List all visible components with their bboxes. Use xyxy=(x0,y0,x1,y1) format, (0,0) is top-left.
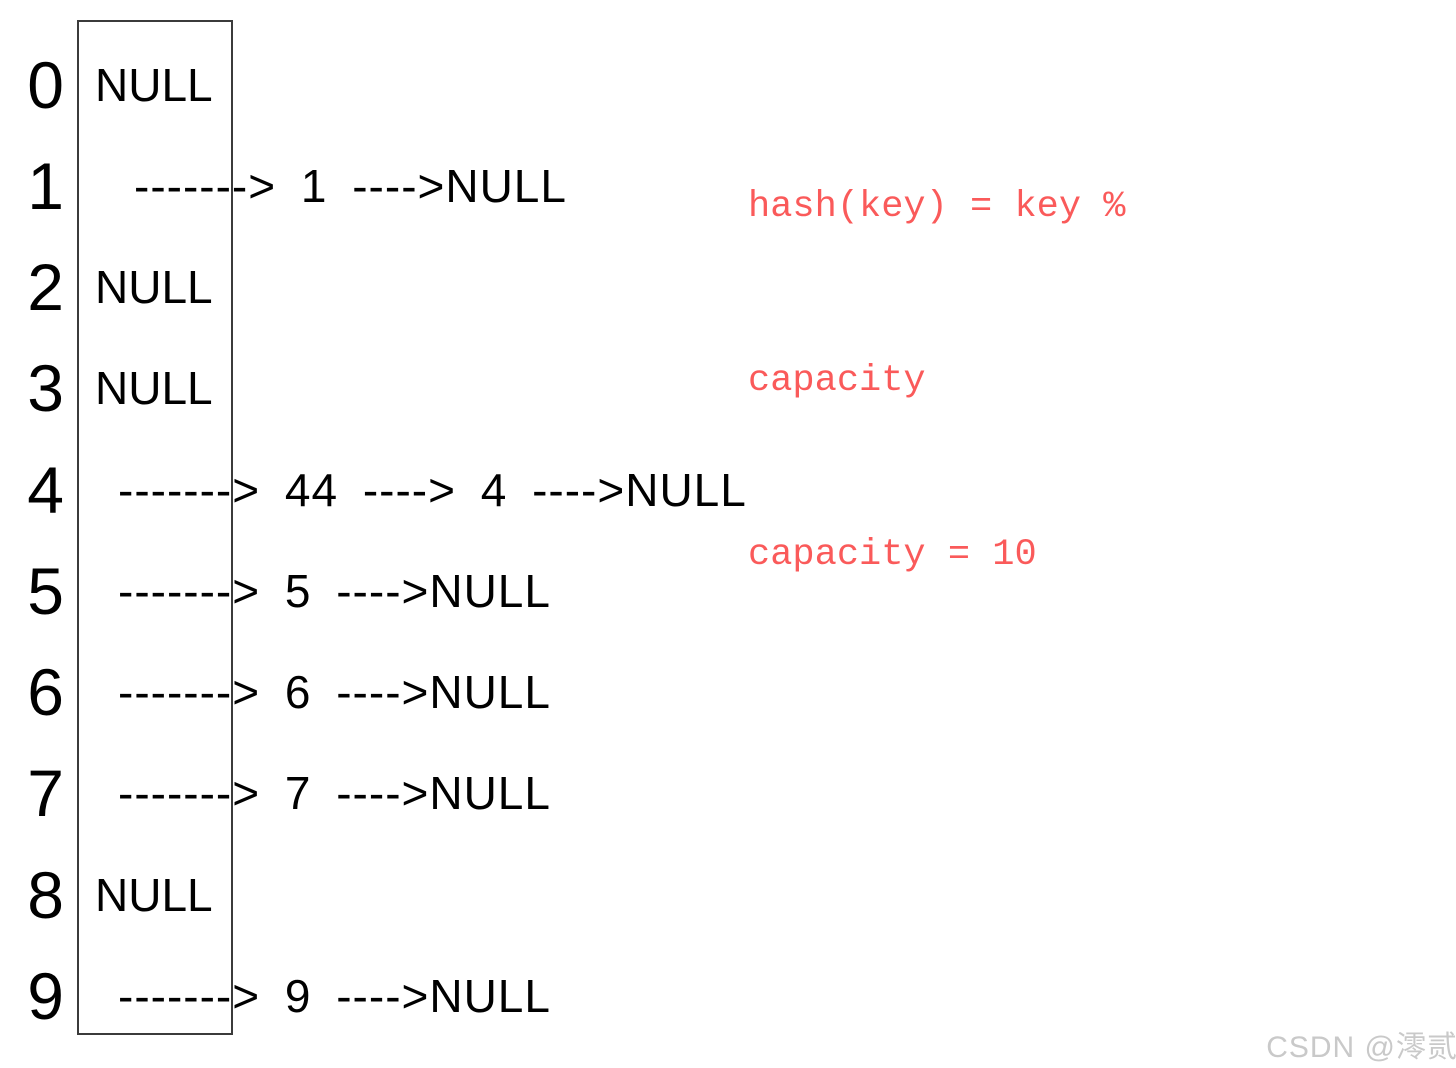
bucket-row-1: 1 -------> 1 ---->NULL xyxy=(0,136,1456,237)
annotation-line-1: hash(key) = key % xyxy=(748,186,1126,228)
bucket-chain: -------> 1 ---->NULL xyxy=(134,160,567,212)
annotation-line-2: capacity xyxy=(748,360,926,402)
bucket-row-8: 8 NULL xyxy=(0,845,1456,946)
bucket-chain: -------> 6 ---->NULL xyxy=(118,666,551,718)
bucket-chain: -------> 7 ---->NULL xyxy=(118,767,551,819)
csdn-watermark: CSDN @澪贰 xyxy=(1266,1031,1456,1064)
bucket-chain: -------> 9 ---->NULL xyxy=(118,970,551,1022)
bucket-row-5: 5 -------> 5 ---->NULL xyxy=(0,541,1456,642)
bucket-row-6: 6 -------> 6 ---->NULL xyxy=(0,642,1456,743)
bucket-index-label: 5 xyxy=(27,554,64,628)
array-outline-box xyxy=(77,20,233,1035)
bucket-row-7: 7 -------> 7 ---->NULL xyxy=(0,743,1456,844)
bucket-index-label: 2 xyxy=(27,250,64,324)
bucket-index-label: 6 xyxy=(27,655,64,729)
bucket-null-label: NULL xyxy=(95,869,213,921)
bucket-chain: -------> 44 ----> 4 ---->NULL xyxy=(118,464,747,516)
bucket-index-label: 0 xyxy=(27,48,64,122)
hash-function-annotation: hash(key) = key % capacity capacity = 10 xyxy=(748,62,1125,700)
bucket-index-label: 1 xyxy=(27,149,64,223)
bucket-row-2: 2 NULL xyxy=(0,237,1456,338)
bucket-row-9: 9 -------> 9 ---->NULL xyxy=(0,946,1456,1047)
bucket-index-label: 7 xyxy=(27,756,64,830)
annotation-line-3: capacity = 10 xyxy=(748,534,1037,576)
bucket-null-label: NULL xyxy=(95,59,213,111)
bucket-index-label: 3 xyxy=(27,351,64,425)
bucket-index-label: 8 xyxy=(27,858,64,932)
bucket-null-label: NULL xyxy=(95,362,213,414)
bucket-index-label: 4 xyxy=(27,453,64,527)
bucket-null-label: NULL xyxy=(95,261,213,313)
bucket-row-3: 3 NULL xyxy=(0,338,1456,439)
bucket-index-label: 9 xyxy=(27,959,64,1033)
bucket-row-4: 4 -------> 44 ----> 4 ---->NULL xyxy=(0,440,1456,541)
bucket-chain: -------> 5 ---->NULL xyxy=(118,565,551,617)
bucket-row-0: 0 NULL xyxy=(0,35,1456,136)
